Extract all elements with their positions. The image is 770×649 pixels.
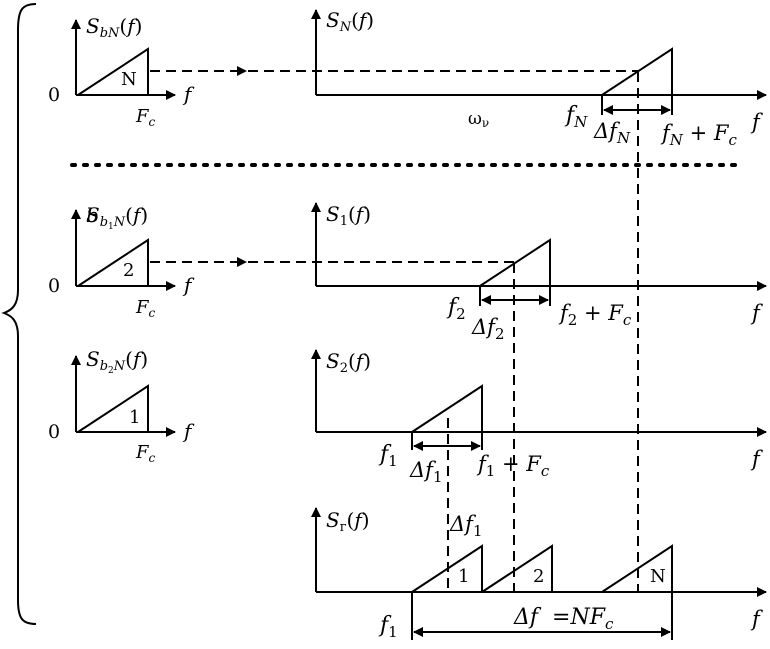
svg-text:b: b — [86, 203, 99, 227]
svg-text:Δf2: Δf2 — [471, 315, 505, 343]
svg-text:ων: ων — [468, 109, 489, 130]
svg-text:fN: fN — [564, 103, 588, 131]
svg-text:Fc: Fc — [135, 442, 156, 465]
label-s-bN: S — [86, 14, 100, 38]
svg-text:f: f — [750, 301, 763, 325]
svg-text:N: N — [650, 566, 666, 587]
row-N-spectrum: SN(f) ων fN ΔfN fN + Fc f — [311, 8, 767, 149]
svg-text:f: f — [182, 419, 195, 443]
row-b1N-small-spectrum: b Sb1N(f) 0 f Fc 2 — [48, 203, 195, 320]
svg-text:SbN(f): SbN(f) — [86, 14, 142, 41]
svg-text:f1: f1 — [378, 613, 398, 641]
triangle-label-1: 1 — [129, 407, 140, 428]
svg-text:f2: f2 — [446, 295, 466, 323]
svg-text:Sг(f): Sг(f) — [326, 508, 370, 535]
svg-text:SN(f): SN(f) — [326, 8, 374, 35]
svg-text:Sb2N(f): Sb2N(f) — [86, 347, 148, 376]
svg-text:f1: f1 — [378, 442, 398, 470]
row-1-spectrum: S1(f) f2 Δf2 f2 + Fc f — [311, 202, 767, 343]
triangle-label-2: 2 — [123, 260, 134, 281]
row-b2N-small-spectrum: Sb2N(f) 0 f Fc 1 — [48, 347, 195, 465]
svg-text:1: 1 — [458, 566, 469, 587]
triangle-label-N: N — [121, 69, 137, 90]
left-brace — [1, 3, 37, 625]
svg-text:2: 2 — [533, 566, 544, 587]
svg-text:Fc: Fc — [135, 297, 156, 320]
svg-text:f: f — [750, 607, 763, 631]
svg-text:f: f — [182, 273, 195, 297]
svg-text:f: f — [750, 110, 763, 134]
svg-text:S2(f): S2(f) — [326, 349, 371, 376]
zero-label: 0 — [48, 84, 60, 106]
combined-spectrum: 1 2 N Sг(f) Δf1 f1 Δf =NFc f — [311, 507, 767, 641]
svg-text:0: 0 — [48, 275, 60, 297]
svg-text:Sb1N(f): Sb1N(f) — [86, 203, 148, 232]
svg-text:Δf1: Δf1 — [409, 458, 443, 486]
svg-text:ΔfN: ΔfN — [593, 119, 631, 147]
svg-text:f: f — [750, 447, 763, 471]
f-axis-label: f — [182, 82, 195, 106]
svg-text:fN + Fc: fN + Fc — [660, 121, 737, 149]
row-2-spectrum: S2(f) f1 Δf1 f1 + Fc f — [311, 349, 767, 486]
svg-text:S1(f): S1(f) — [326, 202, 371, 229]
svg-text:f1 + Fc: f1 + Fc — [476, 452, 550, 480]
svg-text:Δf1: Δf1 — [449, 512, 483, 540]
svg-text:0: 0 — [48, 421, 60, 443]
svg-text:Fc: Fc — [135, 106, 156, 129]
svg-text:Δf =NFc: Δf =NFc — [513, 605, 614, 633]
svg-text:f2 + Fc: f2 + Fc — [558, 301, 632, 329]
